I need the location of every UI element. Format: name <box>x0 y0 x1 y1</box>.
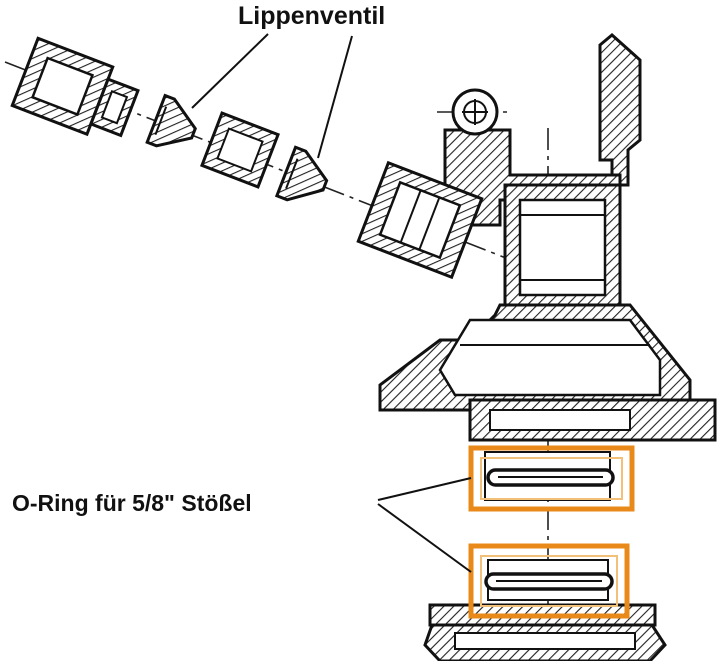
lippenventil-label: Lippenventil <box>238 2 386 30</box>
o-ring-upper <box>468 445 635 512</box>
o-ring-label: O-Ring für 5/8" Stößel <box>12 490 252 516</box>
o-ring-lower <box>468 543 630 619</box>
valve-body <box>356 33 717 442</box>
threaded-fitting-part <box>10 36 140 138</box>
lip-valve-right <box>274 145 329 202</box>
leader-lines <box>191 33 472 573</box>
lip-valve-left <box>145 93 197 148</box>
spacer-ring-part <box>200 111 280 189</box>
